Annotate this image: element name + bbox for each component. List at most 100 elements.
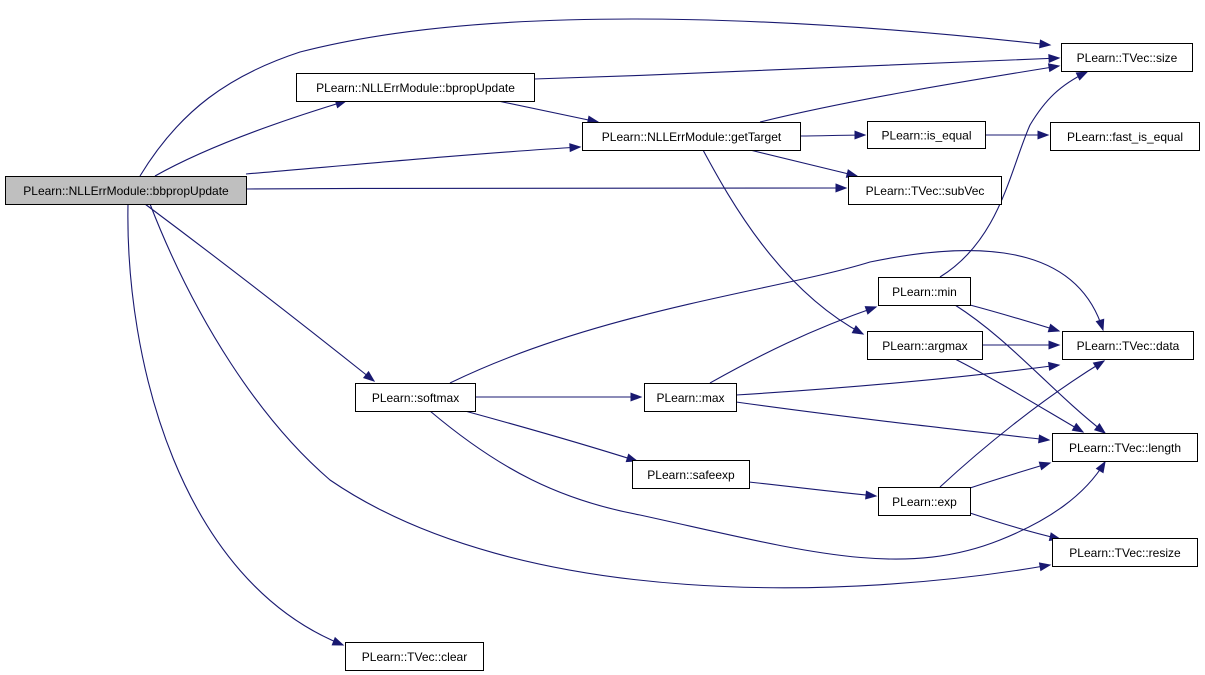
arrowhead-icon	[865, 490, 878, 500]
edge-line	[533, 57, 1060, 80]
arrowhead-icon	[625, 453, 639, 463]
node-data[interactable]: PLearn::TVec::data	[1062, 331, 1194, 360]
node-label: PLearn::softmax	[372, 391, 459, 405]
arrowhead-icon	[835, 183, 848, 193]
edge-bprop-to-size	[533, 54, 1061, 80]
node-subVec[interactable]: PLearn::TVec::subVec	[848, 176, 1002, 205]
node-max[interactable]: PLearn::max	[644, 383, 737, 412]
edge-line	[735, 364, 1060, 396]
edge-min-to-length	[954, 304, 1107, 434]
node-fast_is_equal[interactable]: PLearn::fast_is_equal	[1050, 122, 1200, 151]
arrowhead-icon	[851, 325, 865, 335]
edge-line	[127, 203, 344, 646]
node-length[interactable]: PLearn::TVec::length	[1052, 433, 1198, 462]
edge-getTarget-to-argmax	[702, 149, 865, 335]
arrowhead-icon	[630, 392, 643, 402]
arrowhead-icon	[1092, 360, 1106, 371]
node-label: PLearn::argmax	[882, 339, 967, 353]
arrowhead-icon	[1095, 460, 1106, 474]
node-label: PLearn::TVec::subVec	[866, 184, 985, 198]
node-min[interactable]: PLearn::min	[878, 277, 971, 306]
edge-line	[449, 250, 1104, 384]
node-box	[5, 176, 247, 205]
edge-exp-to-data	[939, 360, 1106, 488]
edge-line	[139, 18, 1051, 177]
edge-line	[245, 146, 581, 175]
edge-line	[939, 71, 1088, 278]
arrowhead-icon	[1047, 63, 1061, 73]
edge-bbprop-to-clear	[127, 203, 345, 646]
node-label: PLearn::min	[892, 285, 957, 299]
arrowhead-icon	[864, 306, 878, 315]
edge-line	[748, 481, 877, 497]
node-box	[1052, 538, 1198, 567]
edge-getTarget-to-is_equal	[799, 130, 867, 140]
edge-line	[702, 149, 864, 335]
node-box	[878, 487, 971, 516]
node-label: PLearn::safeexp	[647, 468, 735, 482]
edge-min-to-size	[939, 71, 1089, 278]
edge-softmax-to-length	[429, 410, 1106, 560]
edge-getTarget-to-subVec	[749, 149, 859, 178]
arrowhead-icon	[1039, 39, 1052, 49]
edge-line	[759, 65, 1060, 123]
node-label: PLearn::NLLErrModule::bbpropUpdate	[23, 184, 229, 198]
node-box	[1050, 122, 1200, 151]
node-box	[345, 642, 484, 671]
arrowhead-icon	[1038, 461, 1052, 471]
edge-line	[429, 410, 1106, 560]
node-label: PLearn::TVec::resize	[1069, 546, 1181, 560]
node-clear[interactable]: PLearn::TVec::clear	[345, 642, 484, 671]
node-exp[interactable]: PLearn::exp	[878, 487, 971, 516]
node-label: PLearn::TVec::clear	[362, 650, 467, 664]
edge-bbprop-to-subVec	[245, 183, 848, 193]
node-softmax[interactable]: PLearn::softmax	[355, 383, 476, 412]
node-label: PLearn::is_equal	[881, 129, 971, 143]
node-bbprop[interactable]: PLearn::NLLErrModule::bbpropUpdate	[5, 176, 247, 205]
node-label: PLearn::TVec::length	[1069, 441, 1181, 455]
node-box	[867, 121, 986, 149]
node-label: PLearn::NLLErrModule::bpropUpdate	[316, 81, 515, 95]
node-box	[582, 122, 801, 151]
edge-line	[245, 187, 847, 190]
edge-line	[954, 358, 1084, 433]
edge-bbprop-to-size	[139, 18, 1052, 177]
edge-bbprop-to-getTarget	[245, 143, 582, 175]
node-getTarget[interactable]: PLearn::NLLErrModule::getTarget	[582, 122, 801, 151]
edge-line	[464, 410, 638, 462]
node-is_equal[interactable]: PLearn::is_equal	[867, 121, 986, 149]
edge-max-to-length	[735, 401, 1051, 444]
edge-line	[939, 360, 1105, 488]
edge-line	[154, 100, 347, 177]
edge-bprop-to-getTarget	[497, 100, 600, 125]
node-box	[878, 277, 971, 306]
node-resize[interactable]: PLearn::TVec::resize	[1052, 538, 1198, 567]
node-label: PLearn::exp	[892, 495, 957, 509]
edge-line	[709, 306, 877, 384]
arrowhead-icon	[854, 130, 867, 140]
arrowhead-icon	[1071, 422, 1085, 433]
node-box	[296, 73, 535, 102]
edge-line	[149, 203, 1051, 589]
arrowhead-icon	[1048, 54, 1061, 64]
edge-exp-to-length	[969, 461, 1052, 489]
edges-layer	[127, 18, 1107, 646]
node-size[interactable]: PLearn::TVec::size	[1061, 43, 1193, 72]
node-box	[644, 383, 737, 412]
node-safeexp[interactable]: PLearn::safeexp	[632, 460, 750, 489]
arrowhead-icon	[1048, 361, 1061, 371]
node-argmax[interactable]: PLearn::argmax	[867, 331, 983, 360]
edge-bbprop-to-softmax	[144, 203, 376, 382]
node-box	[1052, 433, 1198, 462]
edge-max-to-data	[735, 361, 1061, 396]
node-bprop[interactable]: PLearn::NLLErrModule::bpropUpdate	[296, 73, 535, 102]
edge-line	[749, 149, 858, 177]
node-box	[632, 460, 750, 489]
node-label: PLearn::TVec::data	[1077, 339, 1180, 353]
edge-line	[144, 203, 375, 382]
arrowhead-icon	[1093, 422, 1107, 434]
node-box	[1062, 331, 1194, 360]
arrowhead-icon	[1075, 71, 1089, 81]
edge-line	[954, 304, 1106, 434]
